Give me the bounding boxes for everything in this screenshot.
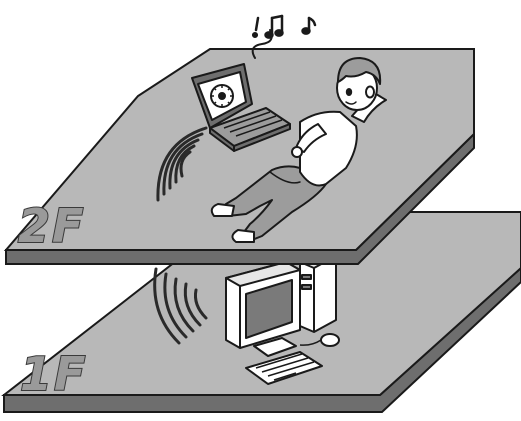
floor-1f-label: 1F [20,347,87,401]
mouse-icon [321,334,339,346]
floor-2f-label: 2F [18,199,85,253]
